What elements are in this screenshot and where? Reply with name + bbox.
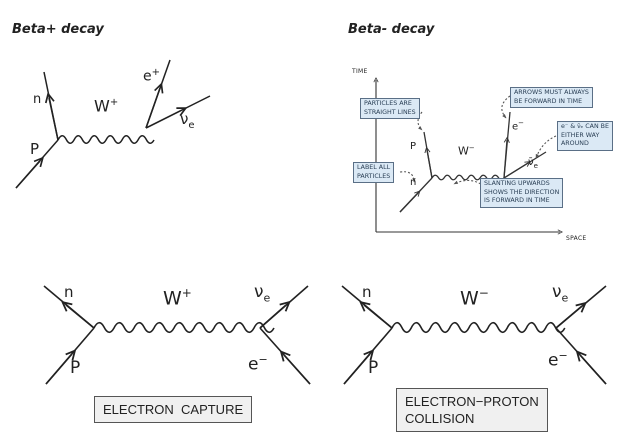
neutron-label: n bbox=[33, 92, 42, 107]
beta-plus-diagram bbox=[15, 59, 211, 189]
neutrino-label: νe bbox=[552, 282, 569, 305]
note-either-way: e⁻ & ν̄ₑ CAN BE EITHER WAY AROUND bbox=[557, 121, 613, 151]
neutron-arrow bbox=[49, 98, 59, 141]
neutrino-label: νe bbox=[180, 110, 195, 131]
proton-label: P bbox=[30, 140, 40, 158]
neutron-arrow bbox=[399, 193, 418, 213]
antineutrino-label: ν̄e bbox=[528, 157, 538, 170]
callout-arrow bbox=[417, 111, 423, 131]
neutrino-arrow bbox=[145, 110, 182, 129]
neutron-label: n bbox=[64, 283, 74, 301]
positron-label: e+ bbox=[143, 67, 161, 85]
neutron-label: n bbox=[362, 283, 372, 301]
electron-label: e− bbox=[548, 349, 568, 371]
neutron-arrow bbox=[364, 305, 393, 329]
electron-proton-collision-caption: ELECTRON−PROTON COLLISION bbox=[396, 388, 548, 432]
electron-capture-diagram bbox=[43, 285, 311, 385]
antineutrino-arrow bbox=[503, 163, 528, 179]
beta-minus-title: Beta- decay bbox=[348, 22, 435, 37]
electron-capture-caption: ELECTRON CAPTURE bbox=[94, 396, 253, 423]
beta-plus-title: Beta+ decay bbox=[12, 22, 104, 37]
note-straight-lines: PARTICLES ARE STRAIGHT LINES bbox=[360, 98, 420, 119]
neutron-label: n bbox=[410, 177, 417, 188]
w-boson-label: W− bbox=[460, 286, 489, 310]
neutrino-label: νe bbox=[254, 282, 271, 305]
proton-label: P bbox=[70, 358, 81, 378]
w-boson-label: W+ bbox=[94, 96, 119, 116]
callout-arrow bbox=[535, 135, 557, 159]
w-boson-wave bbox=[93, 321, 275, 334]
w-boson-wave bbox=[57, 135, 155, 144]
electron-label: e− bbox=[512, 119, 525, 133]
neutron-arrow bbox=[66, 305, 95, 329]
w-boson-label: W+ bbox=[163, 286, 192, 310]
time-axis-label: TIME bbox=[352, 68, 368, 75]
proton-label: P bbox=[368, 358, 379, 378]
electron-arrow bbox=[503, 140, 507, 179]
callout-arrow bbox=[453, 179, 485, 187]
electron-arrow bbox=[284, 355, 311, 385]
note-slanting: SLANTING UPWARDS SHOWS THE DIRECTION IS … bbox=[480, 178, 564, 208]
electron-label: e− bbox=[248, 353, 268, 375]
positron-arrow bbox=[145, 88, 160, 129]
proton-arrow bbox=[15, 161, 40, 189]
proton-arrow bbox=[427, 150, 433, 179]
proton-arrow bbox=[45, 354, 72, 385]
space-axis-label: SPACE bbox=[566, 235, 587, 242]
proton-label: P bbox=[410, 141, 417, 152]
electron-arrow bbox=[580, 355, 607, 385]
note-label-all: LABEL ALL PARTICLES bbox=[353, 162, 395, 183]
electron-proton-collision-diagram bbox=[341, 285, 607, 385]
neutrino-arrow bbox=[555, 306, 582, 329]
proton-arrow bbox=[343, 354, 370, 385]
neutrino-arrow bbox=[259, 305, 286, 329]
callout-arrow bbox=[501, 95, 511, 119]
note-arrows-forward: ARROWS MUST ALWAYS BE FORWARD IN TIME bbox=[510, 87, 593, 108]
w-boson-wave bbox=[391, 321, 566, 334]
w-boson-label: W− bbox=[458, 144, 475, 158]
